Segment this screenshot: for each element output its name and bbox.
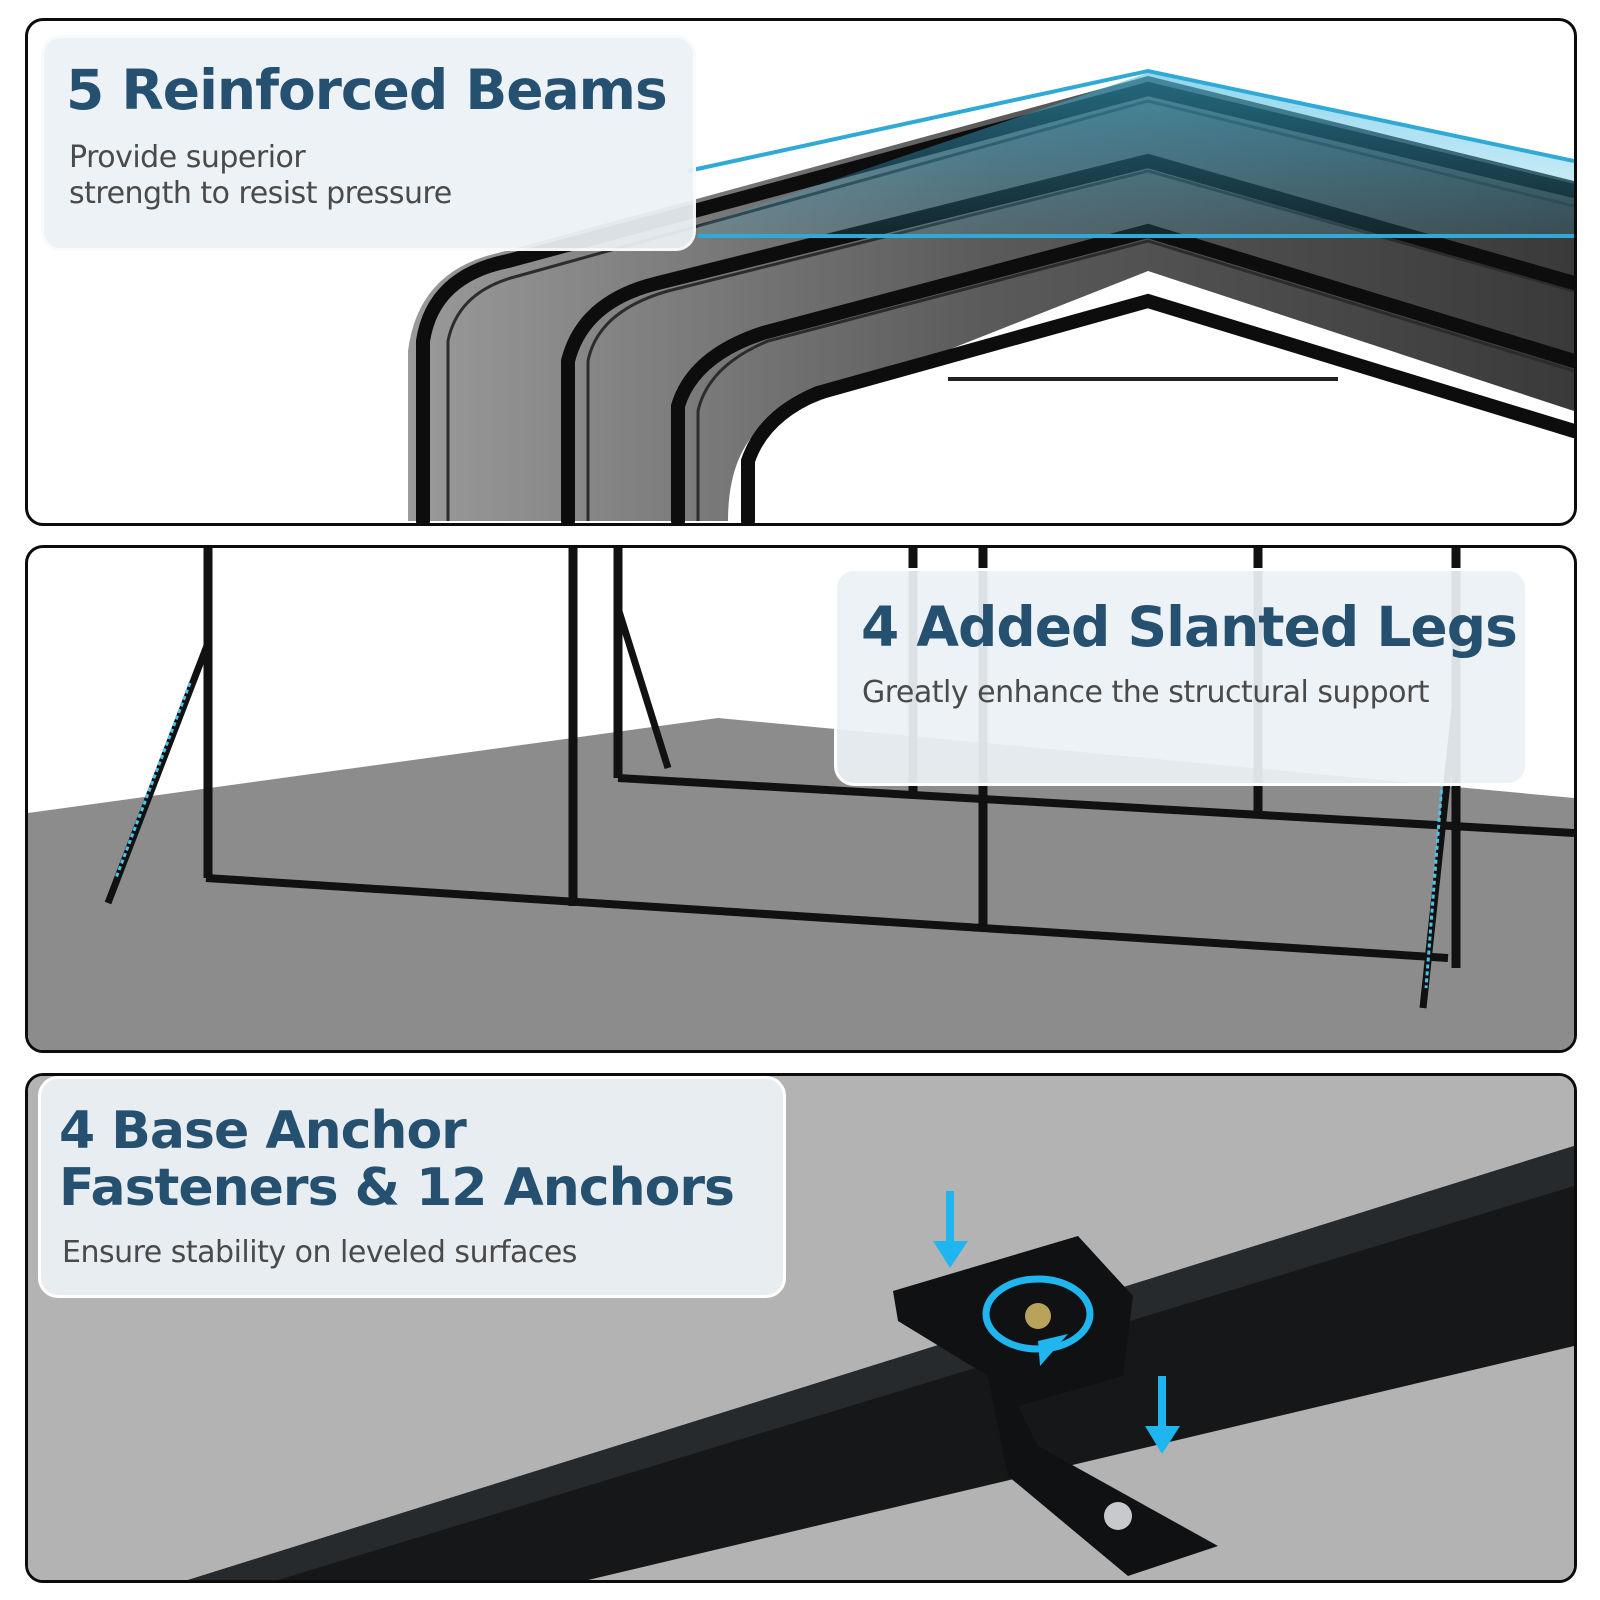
- floor: [28, 718, 1574, 1050]
- panel-slanted-legs: 4 Added Slanted Legs Greatly enhance the…: [25, 545, 1577, 1053]
- rail-top-face: [188, 1146, 1574, 1580]
- feature-subtitle: Greatly enhance the structural support: [862, 675, 1430, 710]
- subtitle-line-1: Provide superior: [69, 140, 306, 175]
- arrow-down-icon: [1145, 1376, 1180, 1454]
- anchor-bracket: [893, 1236, 1218, 1576]
- arrow-down-icon: [933, 1191, 968, 1268]
- feature-title: 5 Reinforced Beams: [66, 58, 668, 122]
- ground-anchor-bolt: [1104, 1502, 1132, 1530]
- feature-card-beams: 5 Reinforced Beams Provide superior stre…: [41, 35, 696, 251]
- roof-ribs: [446, 99, 1574, 521]
- subtitle-line-2: strength to resist pressure: [69, 176, 452, 211]
- beam-highlight: [698, 73, 1574, 236]
- reinforced-beams: [416, 81, 1574, 523]
- title-line-1: 4 Base Anchor: [59, 1101, 467, 1161]
- hex-bolt: [1025, 1303, 1051, 1329]
- feature-title: 4 Base Anchor Fasteners & 12 Anchors: [59, 1101, 735, 1219]
- highlight-outline-top: [687, 68, 1574, 173]
- base-rails: [205, 774, 1574, 962]
- carport-roof-illustration: [408, 68, 1574, 523]
- panel-base-anchors: 4 Base Anchor Fasteners & 12 Anchors Ens…: [25, 1073, 1577, 1583]
- feature-card-anchors: 4 Base Anchor Fasteners & 12 Anchors Ens…: [38, 1076, 786, 1298]
- feature-subtitle: Ensure stability on leveled surfaces: [62, 1235, 577, 1270]
- interior-opening: [763, 321, 1574, 521]
- title-line-2: Fasteners & 12 Anchors: [59, 1158, 735, 1219]
- feature-card-legs: 4 Added Slanted Legs Greatly enhance the…: [834, 568, 1528, 786]
- carport-legs-illustration: [28, 548, 1574, 1050]
- panel-reinforced-beams: 5 Reinforced Beams Provide superior stre…: [25, 18, 1577, 526]
- feature-title: 4 Added Slanted Legs: [861, 595, 1518, 659]
- feature-subtitle: Provide superior strength to resist pres…: [69, 140, 589, 212]
- rotate-arrow-icon: [982, 1275, 1094, 1353]
- rotate-arrow-head: [1038, 1334, 1068, 1366]
- slanted-leg-highlight: [114, 682, 1444, 989]
